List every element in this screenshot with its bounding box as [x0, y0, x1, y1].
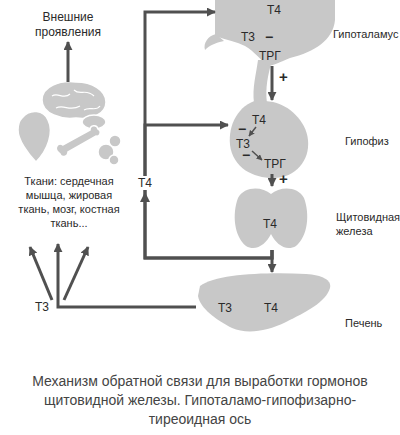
trunk-arrowhead	[140, 192, 150, 202]
organ-name: Щитовидная железа	[336, 210, 400, 238]
hormone-label: Т4	[267, 3, 281, 18]
thyroid-shape: Т4Щитовидная железа	[232, 186, 310, 250]
heart-illustration	[18, 111, 50, 162]
organ-fill	[230, 100, 308, 178]
hormone-label: Т3	[241, 30, 255, 45]
pituitary-stalk	[253, 60, 272, 103]
hormone-label: ТРГ	[264, 157, 286, 172]
hormone-label: ТРГ	[259, 49, 281, 64]
hormone-arrow	[58, 244, 196, 307]
tissue-group: Ткани: сердечная мышца, жировая ткань, м…	[8, 82, 130, 244]
outcome-text: Внешние проявления	[20, 10, 116, 40]
hormone-label: Т4	[252, 113, 266, 128]
brain-illustration	[42, 82, 106, 119]
liver-shape: Т3Т4Печень	[196, 272, 332, 334]
brain-folds	[52, 90, 100, 110]
hypothalamus-shape: Т4Т3−ТРГГипоталамус	[215, 0, 335, 66]
hormone-label: Т4	[263, 217, 277, 232]
organ-fill	[215, 0, 335, 66]
organ-name: Гипоталамус	[333, 27, 398, 41]
hormone-label: Т4	[264, 301, 278, 316]
fat-cell	[109, 155, 119, 165]
inhibition-sign: −	[242, 147, 250, 164]
hormone-arrow	[67, 42, 70, 82]
organ-fill	[198, 273, 330, 331]
hormone-label: Т3	[218, 301, 232, 316]
edge-label: Т3	[34, 300, 50, 314]
fat-cell	[98, 144, 114, 160]
tissue-list: Ткани: сердечная мышца, жировая ткань, м…	[10, 174, 128, 230]
organ-name: Гипофиз	[345, 134, 389, 148]
inhibition-sign: −	[265, 29, 273, 46]
bone-illustration	[56, 126, 100, 157]
fan-arrow	[30, 247, 52, 300]
fat-cell	[109, 135, 121, 147]
hormone-arrow	[271, 250, 274, 272]
edge-label: +	[279, 70, 288, 84]
pituitary-shape: Т4−Т3−ТРГГипофиз	[228, 100, 310, 174]
caption: Механизм обратной связи для выработки го…	[30, 372, 370, 429]
inhibition-sign: −	[238, 121, 246, 138]
fan-arrow	[64, 247, 88, 300]
hormone-arrow	[271, 66, 274, 100]
cerebellum-illustration	[82, 115, 106, 129]
organ-fill	[235, 188, 308, 248]
organ-name: Печень	[345, 316, 382, 330]
edge-label: Т4	[137, 176, 153, 190]
outcome-box: Внешние проявления	[20, 6, 116, 42]
